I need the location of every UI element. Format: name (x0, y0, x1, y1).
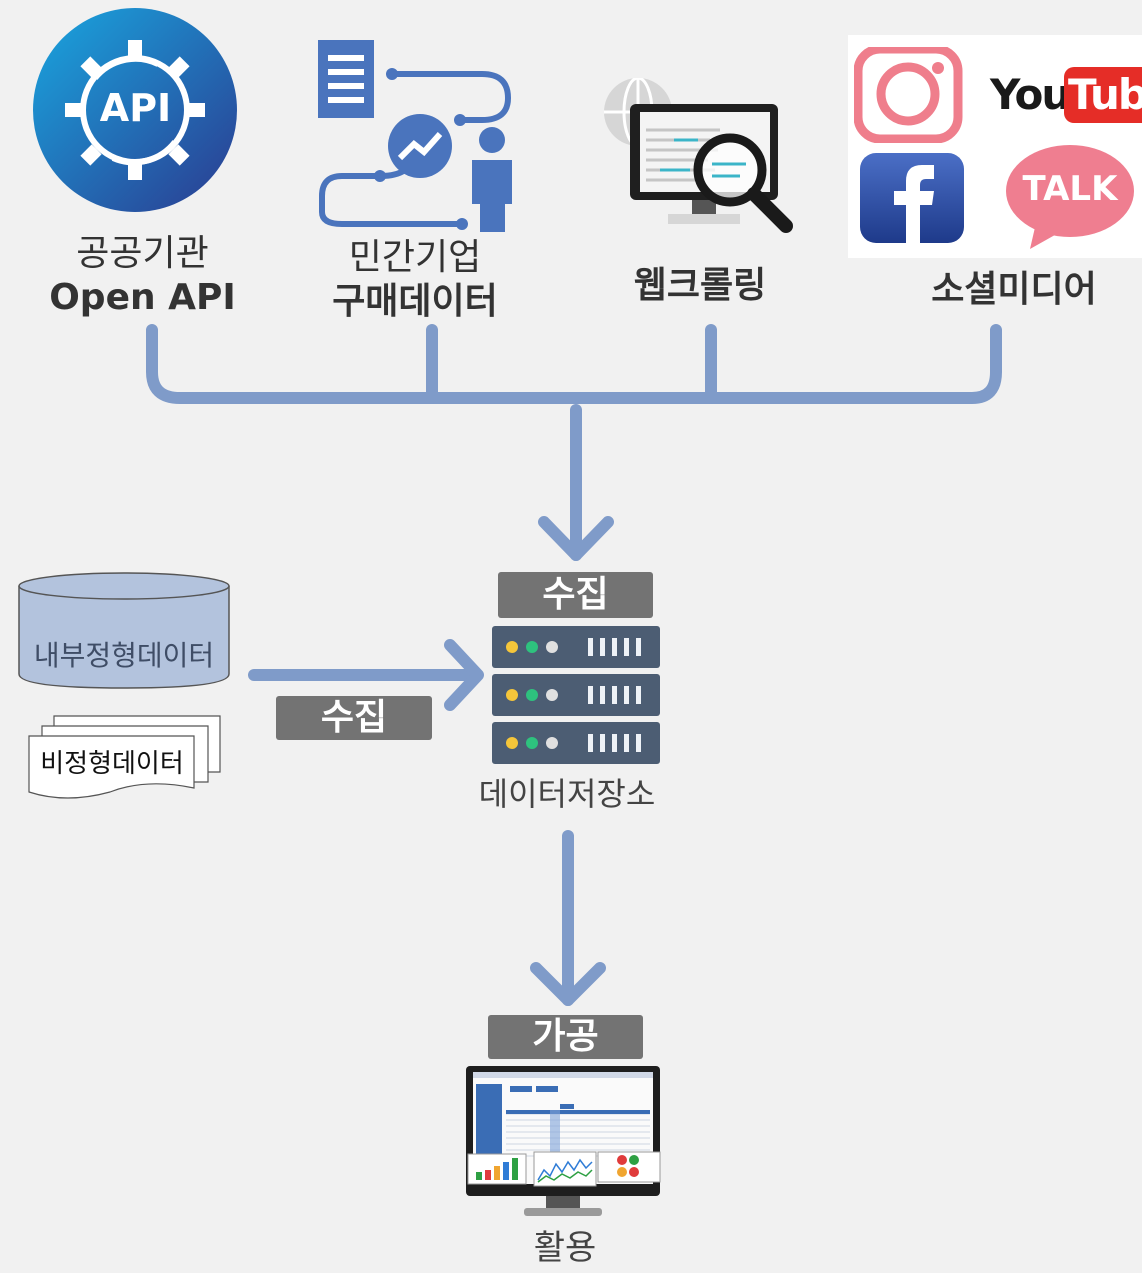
server-icon (492, 626, 660, 764)
facebook-icon (860, 153, 964, 243)
instagram-icon (854, 47, 963, 143)
private-data-label: 민간기업 구매데이터 (310, 236, 520, 324)
collect-tag-top: 수집 (498, 572, 653, 618)
dashboard-monitor-icon (466, 1066, 661, 1216)
purchase-data-icon (318, 40, 512, 232)
internal-structured-db: 내부정형데이터 (18, 572, 230, 690)
youtube-tube-text: Tube (1064, 67, 1142, 123)
storage-label: 데이터저장소 (478, 775, 656, 813)
api-badge-text: API (99, 86, 172, 130)
web-crawling-label: 웹크롤링 (633, 265, 767, 306)
api-gear-icon: API (33, 8, 238, 213)
web-crawling-icon (604, 78, 793, 233)
private-data-line1: 민간기업 (348, 237, 482, 278)
public-api-label: 공공기관 Open API (30, 232, 255, 320)
usage-label: 활용 (533, 1228, 597, 1268)
internal-structured-label: 내부정형데이터 (33, 639, 215, 672)
collect-tag-side: 수집 (276, 696, 432, 740)
talk-text: TALK (1022, 169, 1118, 209)
unstructured-label: 비정형데이터 (40, 749, 184, 779)
public-api-line1: 공공기관 (76, 233, 209, 274)
kakaotalk-icon: TALK (1004, 143, 1136, 253)
social-media-label: 소셜미디어 (931, 269, 1097, 310)
process-tag: 가공 (488, 1015, 643, 1059)
youtube-you-text: You (990, 70, 1071, 119)
private-data-line2: 구매데이터 (332, 281, 498, 322)
social-media-logos: You Tube TALK (848, 35, 1142, 258)
unstructured-documents: 비정형데이터 (26, 712, 224, 802)
public-api-line2: Open API (49, 277, 236, 318)
